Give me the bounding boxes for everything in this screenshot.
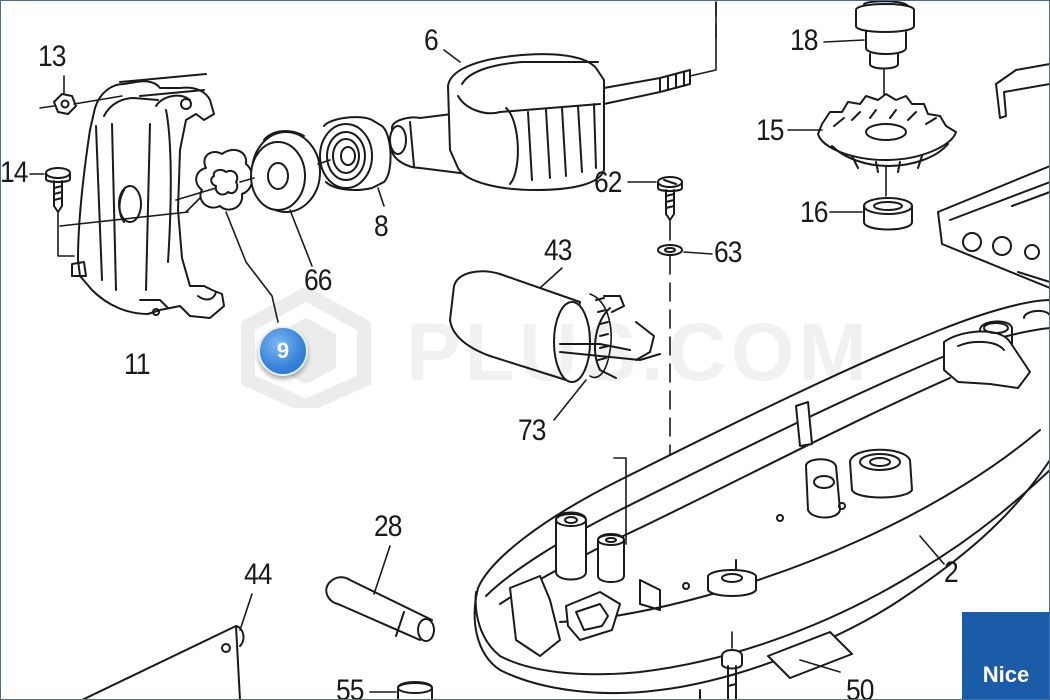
part-50-label — [699, 631, 853, 700]
label-part-28[interactable]: 28 — [374, 510, 403, 543]
part-2-housing — [473, 299, 1050, 695]
label-part-55[interactable]: 55 — [336, 674, 365, 700]
label-part-14[interactable]: 14 — [0, 156, 29, 189]
part-44-plate — [81, 593, 253, 700]
label-part-6[interactable]: 6 — [424, 24, 439, 57]
part-28-pin — [325, 545, 435, 642]
label-part-62[interactable]: 62 — [594, 166, 623, 199]
highlighted-part-badge[interactable]: 9 — [258, 326, 308, 376]
part-62-screw — [627, 176, 683, 241]
label-part-8[interactable]: 8 — [374, 210, 389, 243]
part-16-bushing — [829, 197, 913, 231]
label-part-63[interactable]: 63 — [714, 236, 743, 269]
brand-logo: Nice — [962, 612, 1050, 700]
label-part-16[interactable]: 16 — [800, 196, 829, 229]
part-73-cable-tie — [553, 307, 617, 421]
part-frame-right — [937, 63, 1050, 289]
part-8-bearing — [319, 116, 392, 207]
label-part-11[interactable]: 11 — [124, 348, 151, 381]
label-part-43[interactable]: 43 — [544, 234, 573, 267]
part-9-washer — [195, 148, 279, 323]
part-13-nut — [39, 75, 123, 115]
part-43-capacitor — [449, 267, 661, 383]
part-6-rotor — [389, 1, 717, 191]
label-part-15[interactable]: 15 — [756, 114, 785, 147]
brand-text: Nice — [982, 662, 1030, 687]
part-11-bracket — [71, 73, 225, 319]
label-part-44[interactable]: 44 — [244, 558, 273, 591]
label-part-73[interactable]: 73 — [518, 414, 547, 447]
part-55-fastener — [369, 681, 433, 700]
part-63-washer — [657, 244, 713, 471]
part-15-gear — [787, 93, 957, 197]
part-66-ring — [250, 130, 321, 267]
label-part-18[interactable]: 18 — [790, 24, 819, 57]
label-part-2[interactable]: 2 — [944, 556, 959, 589]
label-part-13[interactable]: 13 — [38, 40, 67, 73]
label-part-66[interactable]: 66 — [304, 264, 333, 297]
label-part-50[interactable]: 50 — [846, 674, 875, 700]
part-18-bushing — [823, 0, 915, 97]
part-14-screw — [29, 167, 75, 257]
